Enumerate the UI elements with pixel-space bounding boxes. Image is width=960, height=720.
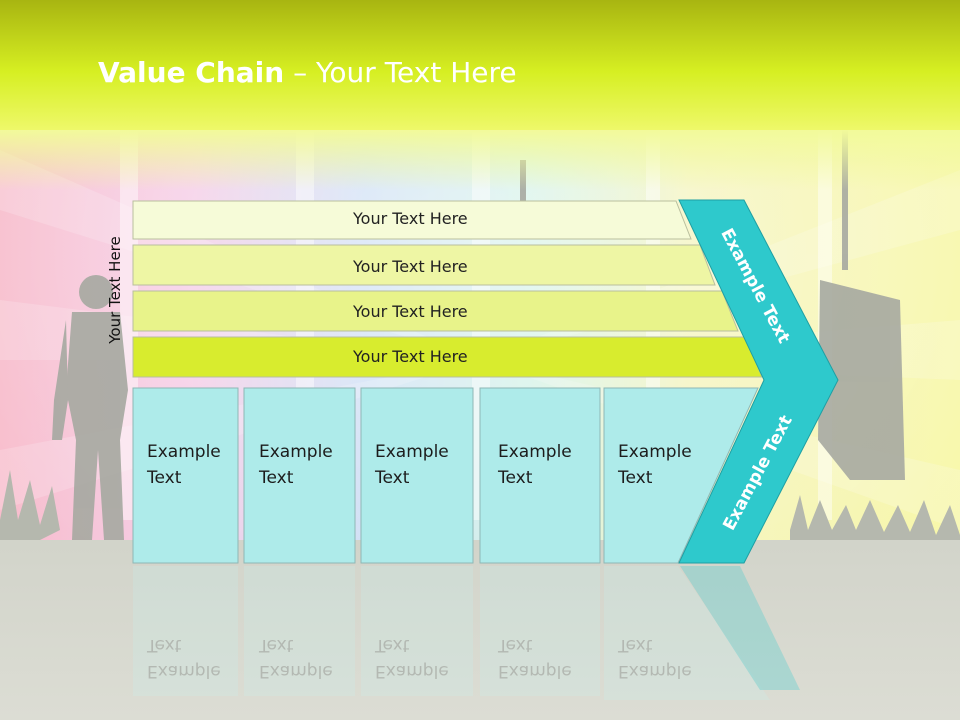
box-reflection-3: Example Text xyxy=(375,632,449,684)
box-2-reflect-line2: Text xyxy=(259,635,294,655)
bar-3 xyxy=(132,290,739,332)
chevron xyxy=(678,199,839,564)
box-3 xyxy=(360,387,474,564)
box-4 xyxy=(479,387,601,564)
box-5-line1: Example xyxy=(618,442,692,462)
bar-label-2: Your Text Here xyxy=(353,257,468,276)
box-1-line1: Example xyxy=(147,442,221,462)
bar-2 xyxy=(132,244,716,286)
slide-title: Value Chain – Your Text Here xyxy=(98,56,517,89)
bar-label-4: Your Text Here xyxy=(353,347,468,366)
title-rest: – Your Text Here xyxy=(284,56,517,89)
bar-label-3: Your Text Here xyxy=(353,302,468,321)
box-3-line1: Example xyxy=(375,442,449,462)
bar-1 xyxy=(132,200,692,240)
bar-label-1: Your Text Here xyxy=(353,209,468,228)
box-reflection-1: Example Text xyxy=(147,632,221,684)
box-2-reflect-line1: Example xyxy=(259,661,333,681)
box-4-reflect-line2: Text xyxy=(498,635,533,655)
box-4-line1: Example xyxy=(498,442,572,462)
box-2-line1: Example xyxy=(259,442,333,462)
box-4-reflect-line1: Example xyxy=(498,661,572,681)
box-2 xyxy=(243,387,356,564)
box-1-reflect-line1: Example xyxy=(147,661,221,681)
box-1-line2: Text xyxy=(147,468,182,488)
box-2-line2: Text xyxy=(259,468,294,488)
box-3-reflect-line1: Example xyxy=(375,661,449,681)
bar-4 xyxy=(132,336,763,378)
box-reflection-2: Example Text xyxy=(259,632,333,684)
box-5-line2: Text xyxy=(618,468,653,488)
box-3-line2: Text xyxy=(375,468,410,488)
box-reflection-4: Example Text xyxy=(498,632,572,684)
box-5-reflect-line2: Text xyxy=(618,635,653,655)
box-3-reflect-line2: Text xyxy=(375,635,410,655)
box-4-line2: Text xyxy=(498,468,533,488)
box-5 xyxy=(603,387,759,564)
box-1 xyxy=(132,387,239,564)
box-5-reflect-line1: Example xyxy=(618,661,692,681)
box-reflection-5: Example Text xyxy=(618,632,692,684)
box-1-reflect-line2: Text xyxy=(147,635,182,655)
reflection xyxy=(133,566,800,700)
title-bold: Value Chain xyxy=(98,56,285,89)
